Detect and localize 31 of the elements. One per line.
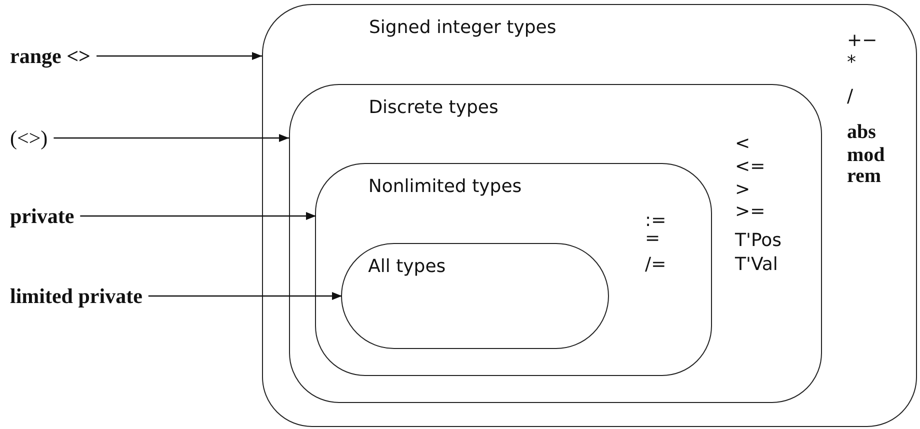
rounded-box (262, 4, 917, 427)
operator-label: rem (847, 166, 882, 186)
arrow (80, 212, 316, 220)
operator-label: / (847, 88, 854, 106)
box-title: All types (368, 256, 446, 278)
box-title: Signed integer types (369, 17, 556, 38)
operator-label: mod (847, 145, 885, 165)
box-title: Nonlimited types (368, 176, 522, 198)
operator-label: < (735, 135, 750, 153)
keyword-text: range <> (10, 44, 91, 68)
operator-label: * (847, 54, 856, 72)
arrow (148, 292, 342, 300)
operator-label: <= (735, 158, 766, 176)
operator-label: /= (645, 256, 666, 274)
rounded-box (288, 84, 822, 403)
arrow (54, 134, 289, 142)
box-title: Discrete types (368, 96, 498, 118)
operator-label: +− (847, 32, 878, 50)
operator-label: T'Pos (735, 232, 782, 250)
rounded-box (341, 243, 610, 350)
operator-label: = (645, 230, 660, 248)
operator-label: > (735, 181, 750, 199)
operator-label: := (645, 212, 666, 230)
operator-label: T'Val (735, 256, 778, 274)
operator-label: >= (735, 203, 766, 221)
keyword-text: (<>) (10, 126, 48, 150)
rounded-box (315, 163, 712, 376)
keyword-text: private (10, 204, 74, 228)
operator-label: abs (847, 122, 876, 142)
keyword-text: limited private (10, 284, 142, 308)
arrow (96, 52, 262, 60)
